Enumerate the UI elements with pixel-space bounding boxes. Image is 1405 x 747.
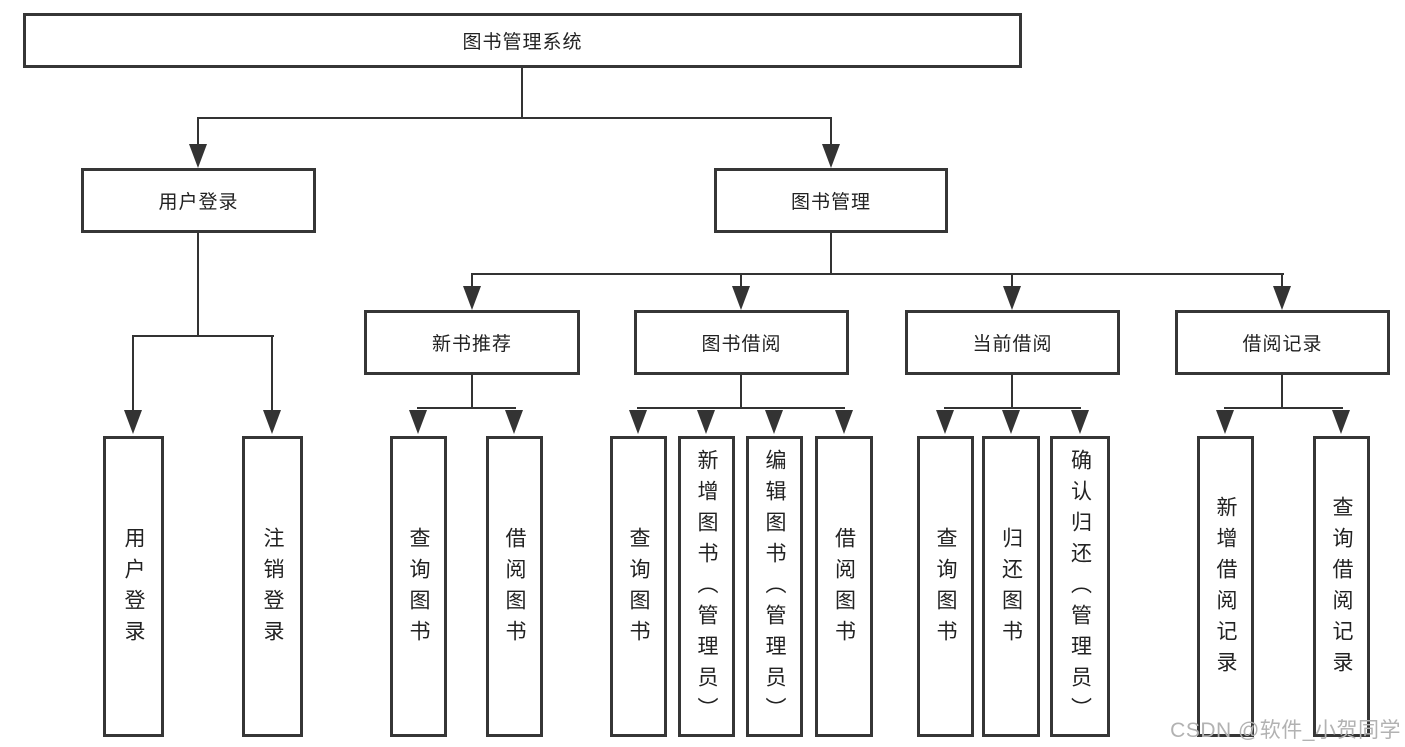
node-current-borrow: 当前借阅 bbox=[905, 310, 1120, 375]
arrow-down-icon bbox=[189, 144, 207, 168]
arrow-down-icon bbox=[1332, 410, 1350, 434]
connector-line bbox=[1281, 273, 1283, 289]
arrow-down-icon bbox=[1002, 410, 1020, 434]
leaf-query-books-recommend: 查询图书 bbox=[390, 436, 447, 737]
leaf-borrow-books-recommend: 借阅图书 bbox=[486, 436, 543, 737]
connector-line bbox=[740, 273, 742, 289]
arrow-down-icon bbox=[765, 410, 783, 434]
connector-line bbox=[197, 233, 199, 337]
connector-line bbox=[1224, 407, 1343, 409]
node-book-borrow: 图书借阅 bbox=[634, 310, 849, 375]
arrow-down-icon bbox=[1071, 410, 1089, 434]
connector-line bbox=[471, 375, 473, 409]
leaf-query-books-borrow: 查询图书 bbox=[610, 436, 667, 737]
leaf-return-books: 归还图书 bbox=[982, 436, 1040, 737]
connector-line bbox=[830, 233, 832, 275]
connector-line bbox=[471, 273, 473, 289]
arrow-down-icon bbox=[732, 286, 750, 310]
leaf-confirm-return-admin: 确认归还（管理员） bbox=[1050, 436, 1110, 737]
connector-line bbox=[471, 273, 1284, 275]
connector-line bbox=[132, 335, 274, 337]
connector-line bbox=[271, 335, 273, 413]
leaf-add-borrow-record: 新增借阅记录 bbox=[1197, 436, 1254, 737]
watermark: CSDN @软件_小贺同学 bbox=[1170, 719, 1401, 742]
leaf-borrow-books: 借阅图书 bbox=[815, 436, 873, 737]
connector-line bbox=[830, 117, 832, 147]
arrow-down-icon bbox=[697, 410, 715, 434]
connector-line bbox=[944, 407, 1081, 409]
arrow-down-icon bbox=[835, 410, 853, 434]
arrow-down-icon bbox=[505, 410, 523, 434]
leaf-logout-login: 注销登录 bbox=[242, 436, 303, 737]
leaf-edit-books-admin: 编辑图书（管理员） bbox=[746, 436, 803, 737]
leaf-query-borrow-record: 查询借阅记录 bbox=[1313, 436, 1370, 737]
arrow-down-icon bbox=[1003, 286, 1021, 310]
connector-line bbox=[1011, 273, 1013, 289]
node-borrow-records: 借阅记录 bbox=[1175, 310, 1390, 375]
node-new-book-recommend: 新书推荐 bbox=[364, 310, 580, 375]
arrow-down-icon bbox=[463, 286, 481, 310]
connector-line bbox=[1011, 375, 1013, 409]
node-root: 图书管理系统 bbox=[23, 13, 1022, 68]
arrow-down-icon bbox=[936, 410, 954, 434]
arrow-down-icon bbox=[263, 410, 281, 434]
leaf-add-books-admin: 新增图书（管理员） bbox=[678, 436, 735, 737]
connector-line bbox=[417, 407, 516, 409]
arrow-down-icon bbox=[409, 410, 427, 434]
connector-line bbox=[740, 375, 742, 409]
connector-line bbox=[521, 68, 523, 119]
node-book-management: 图书管理 bbox=[714, 168, 948, 233]
connector-line bbox=[197, 117, 832, 119]
arrow-down-icon bbox=[1216, 410, 1234, 434]
connector-line bbox=[1281, 375, 1283, 409]
leaf-query-books-current: 查询图书 bbox=[917, 436, 974, 737]
connector-line bbox=[197, 117, 199, 147]
arrow-down-icon bbox=[822, 144, 840, 168]
arrow-down-icon bbox=[629, 410, 647, 434]
connector-line bbox=[132, 335, 134, 413]
connector-line bbox=[637, 407, 845, 409]
arrow-down-icon bbox=[124, 410, 142, 434]
leaf-user-login: 用户登录 bbox=[103, 436, 164, 737]
arrow-down-icon bbox=[1273, 286, 1291, 310]
node-user-login: 用户登录 bbox=[81, 168, 316, 233]
